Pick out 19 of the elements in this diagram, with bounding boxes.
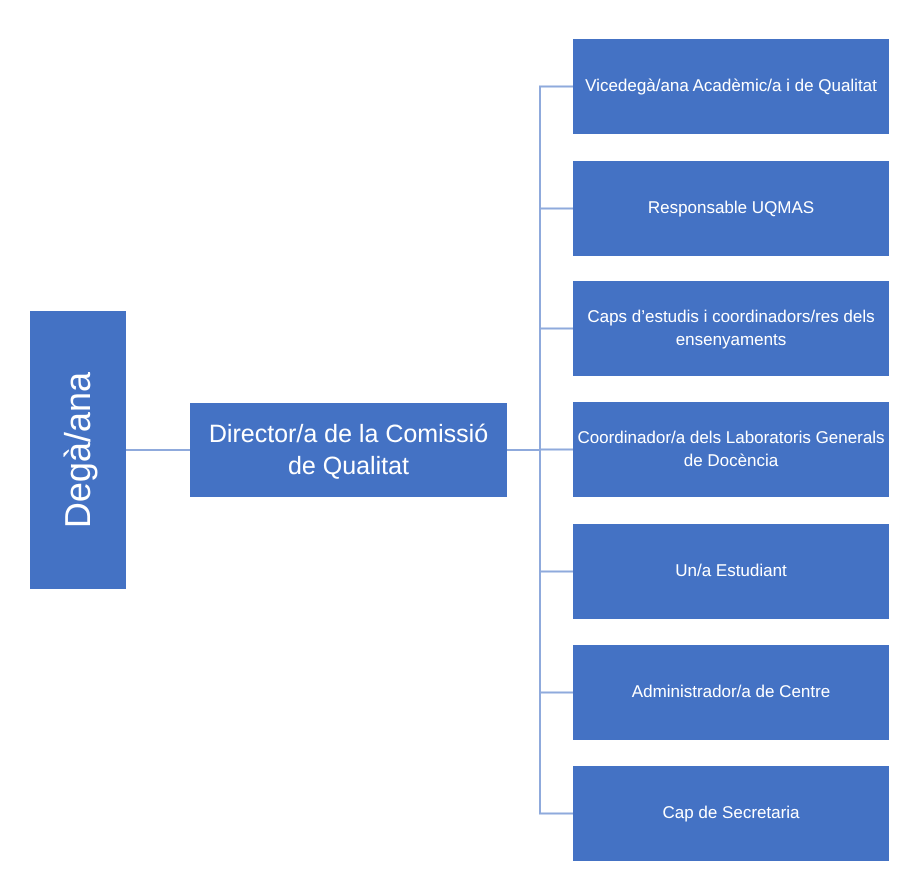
box-label: Coordinador/a dels Laboratoris Generals de Docència [577,427,885,472]
member-box [573,161,889,256]
connector-line [126,449,190,451]
box-label: Vicedegà/ana Acadèmic/a i de Qualitat [585,75,877,98]
box-label: Administrador/a de Centre [632,681,830,704]
member-box [573,524,889,619]
box-label: Responsable UQMAS [648,197,814,220]
member-box [573,281,889,376]
box-label: Caps d’estudis i coordinadors/res dels ensenyaments [586,306,876,350]
box-label: Director/a de la Comissió de Qualitat [208,418,490,482]
org-box [30,311,126,589]
member-box [573,766,889,861]
box-label: Degà/ana [56,372,99,528]
box-label: Un/a Estudiant [675,560,787,582]
member-box [573,645,889,740]
member-box [573,402,889,497]
member-box [573,39,889,134]
org-box [190,403,507,497]
box-label: Cap de Secretaria [662,802,800,824]
